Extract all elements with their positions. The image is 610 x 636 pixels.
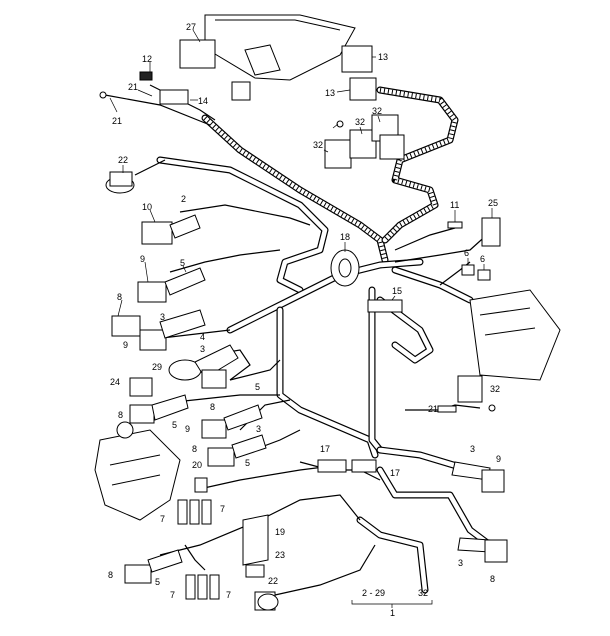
plug-8-lower [207, 434, 267, 467]
label-22-top: 22 [118, 155, 128, 165]
label-22-bottom: 22 [268, 576, 278, 586]
grommet-18 [330, 249, 360, 287]
label-8-lower: 8 [192, 444, 197, 454]
label-21-left: 21 [112, 116, 122, 126]
label-29: 29 [152, 362, 162, 372]
control-unit-27 [179, 14, 356, 81]
plug-32-right [457, 375, 483, 403]
plug-9-top [137, 267, 206, 303]
label-17-top: 17 [320, 444, 330, 454]
boot-19-sensor-23 [242, 514, 269, 578]
label-32-c: 32 [313, 140, 323, 150]
label-5-left: 5 [172, 420, 177, 430]
label-1: 1 [390, 608, 395, 618]
label-7-c: 7 [170, 590, 175, 600]
label-8-bottom-right: 8 [490, 574, 495, 584]
label-25: 25 [488, 198, 498, 208]
label-32-a: 32 [372, 106, 382, 116]
label-14: 14 [198, 96, 208, 106]
sensor-11 [447, 221, 463, 229]
connectors-6 [461, 264, 491, 281]
plug-10 [141, 214, 201, 245]
connector-15 [367, 299, 403, 313]
relay-25 [481, 217, 501, 247]
connector-22-top [105, 171, 135, 194]
ring-terminals-21 [99, 91, 496, 413]
label-3-bottom-right: 3 [458, 558, 463, 568]
label-8-mid: 8 [210, 402, 215, 412]
part-labels: 27 12 13 13 14 21 21 32 32 2 32 22 10 11… [108, 22, 501, 618]
assembly-bracket [351, 600, 433, 608]
label-32-b: 32 [355, 117, 365, 127]
plug-8-bottom [124, 549, 183, 584]
label-13-second: 13 [325, 88, 335, 98]
fuses-17 [317, 459, 377, 473]
relay-plugs-13 [324, 45, 405, 169]
label-7-a: 7 [160, 514, 165, 524]
label-24: 24 [110, 377, 120, 387]
plug-8-right [457, 537, 508, 563]
label-9-right: 9 [496, 454, 501, 464]
glow-plug-connectors-7 [177, 499, 220, 600]
label-6-b: 6 [480, 254, 485, 264]
label-8-left: 8 [118, 410, 123, 420]
leader-lines [109, 29, 493, 317]
connector-22-bottom [254, 591, 279, 611]
label-10: 10 [142, 202, 152, 212]
plug-9-lower [201, 404, 263, 439]
label-13-top: 13 [378, 52, 388, 62]
label-3-lower: 3 [256, 424, 261, 434]
label-9-lower: 9 [185, 424, 190, 434]
label-23: 23 [275, 550, 285, 560]
label-7-d: 7 [226, 590, 231, 600]
label-9-second: 9 [123, 340, 128, 350]
plug-8-middle [129, 369, 227, 424]
label-32-right: 32 [490, 384, 500, 394]
label-4: 4 [200, 332, 205, 342]
label-9-top: 9 [140, 254, 145, 264]
label-3-top: 3 [160, 312, 165, 322]
label-15: 15 [392, 286, 402, 296]
label-6-a: 6 [464, 248, 469, 258]
label-8-top: 8 [117, 292, 122, 302]
injection-pump [94, 421, 181, 521]
thin-wires [104, 84, 491, 596]
connector-24 [129, 377, 153, 397]
label-range: 2 - 29 [362, 588, 385, 598]
label-3-right: 3 [470, 444, 475, 454]
label-21-upper: 21 [128, 82, 138, 92]
label-11: 11 [450, 200, 459, 210]
relay-connector-14 [139, 71, 251, 105]
label-32-bottom: 32 [418, 588, 428, 598]
label-5-bottom: 5 [155, 577, 160, 587]
label-12: 12 [142, 54, 152, 64]
label-27: 27 [186, 22, 196, 32]
label-21-right: 21 [428, 404, 438, 414]
fuse-box [469, 289, 561, 381]
label-19: 19 [275, 527, 285, 537]
label-2: 2 [181, 194, 186, 204]
label-17-right: 17 [390, 468, 400, 478]
label-5-top: 5 [180, 258, 185, 268]
label-8-bottom: 8 [108, 570, 113, 580]
label-5-lower: 5 [245, 458, 250, 468]
label-3-second: 3 [200, 344, 205, 354]
plug-8-top [111, 309, 206, 351]
label-5-mid: 5 [255, 382, 260, 392]
sensor-20 [194, 477, 208, 493]
plug-9-right [451, 461, 505, 493]
label-18: 18 [340, 232, 350, 242]
label-7-b: 7 [220, 504, 225, 514]
label-20: 20 [192, 460, 202, 470]
